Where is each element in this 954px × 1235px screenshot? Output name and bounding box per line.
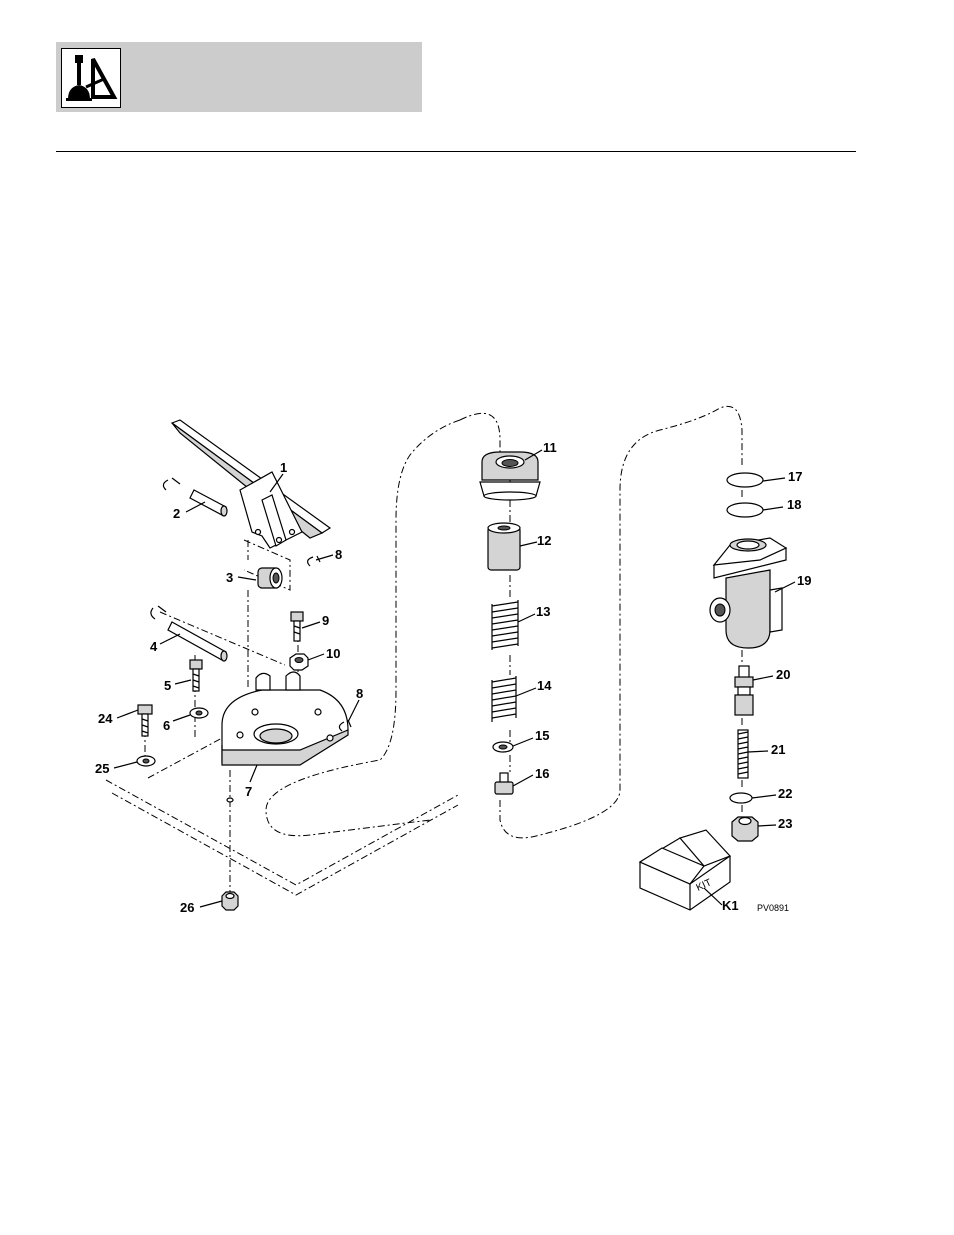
bolt-part-5	[189, 659, 203, 692]
callout-6: 6	[163, 718, 170, 733]
callout-1: 1	[280, 460, 287, 475]
nut-part-10	[289, 653, 309, 671]
callout-7: 7	[245, 784, 252, 799]
spring-part-14	[491, 676, 517, 722]
pin-part-2	[162, 477, 228, 517]
callout-3: 3	[226, 570, 233, 585]
o-ring-part-22	[729, 792, 753, 804]
callout-4: 4	[150, 639, 158, 654]
header-box	[56, 42, 422, 112]
callout-20: 20	[776, 667, 790, 682]
callout-26: 26	[180, 900, 194, 915]
washer-part-15	[492, 741, 514, 753]
spring-part-21	[737, 729, 749, 779]
bolt-part-24	[137, 704, 153, 737]
callout-8b: 8	[356, 686, 363, 701]
callout-17: 17	[788, 469, 802, 484]
spool-part-20	[734, 665, 754, 716]
base-part-7	[221, 671, 349, 803]
callout-24: 24	[98, 711, 113, 726]
valve-body-part-19	[709, 537, 788, 649]
floor-plate	[105, 779, 459, 896]
callout-19: 19	[797, 573, 811, 588]
callout-14: 14	[537, 678, 552, 693]
screw-part-16	[494, 772, 514, 795]
nut-part-26	[221, 891, 239, 911]
callout-8a: 8	[335, 547, 342, 562]
washer-part-6	[189, 707, 209, 719]
boot-part-11	[479, 451, 541, 501]
bolt-part-9	[290, 611, 304, 642]
callout-k1: K1	[722, 898, 739, 913]
plunger-part-12	[487, 522, 521, 571]
washer-part-25	[136, 755, 156, 767]
kit-box-k1: KIT	[638, 829, 732, 911]
callout-12: 12	[537, 533, 551, 548]
joystick-control-icon	[61, 48, 121, 108]
callout-11: 11	[543, 440, 557, 455]
callout-2: 2	[173, 506, 180, 521]
callout-labels: 1 2 3 4 5 6 7 8 8 9 10 11 12 13 14 15 16…	[95, 440, 811, 915]
callout-10: 10	[326, 646, 340, 661]
callout-16: 16	[535, 766, 549, 781]
bushing-part-3	[257, 567, 283, 589]
callout-23: 23	[778, 816, 792, 831]
nut-part-23	[731, 816, 759, 842]
callout-22: 22	[778, 786, 792, 801]
ring-part-18	[726, 502, 764, 518]
header-rule	[56, 151, 856, 152]
callout-leaders	[113, 449, 796, 908]
callout-15: 15	[535, 728, 549, 743]
callout-25: 25	[95, 761, 109, 776]
callout-5: 5	[164, 678, 171, 693]
ring-part-17	[726, 472, 764, 488]
callout-13: 13	[536, 604, 550, 619]
spring-part-13	[491, 600, 519, 650]
pedal-part-1	[170, 419, 332, 549]
drawing-code: PV0891	[757, 903, 789, 913]
callout-9: 9	[322, 613, 329, 628]
callout-21: 21	[771, 742, 785, 757]
callout-18: 18	[787, 497, 801, 512]
alignment-lines	[144, 405, 743, 895]
pin-part-4	[150, 605, 228, 662]
